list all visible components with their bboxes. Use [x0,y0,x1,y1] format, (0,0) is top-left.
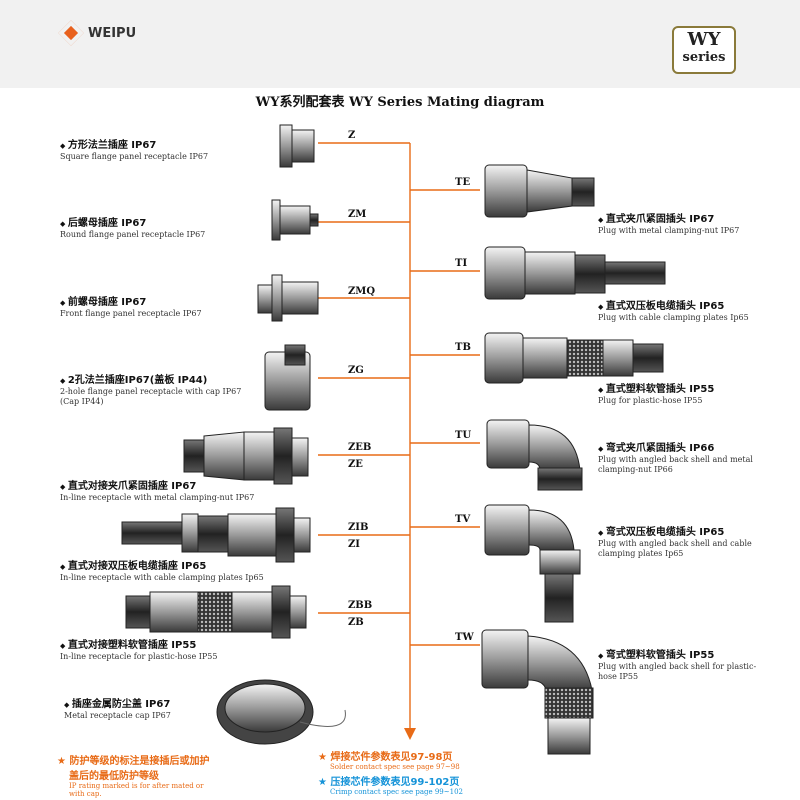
ip-rating-note: ★ 防护等级的标注是接插后或加护 盖后的最低防护等级 IP rating mar… [57,752,209,798]
angled-plug-clamping-nut-icon [486,419,583,491]
item-name-en: Plug with metal clamping-nut IP67 [598,226,740,235]
left-item-ze: 直式对接夹爪紧固插座 IP67 In-line receptacle with … [60,481,320,503]
square-flange-receptacle-icon [279,124,315,168]
right-item-ti: 直式双压板电缆插头 IP65 Plug with cable clamping … [598,301,798,323]
right-item-tu: 弯式夹爪紧固插头 IP66 Plug with angled back shel… [598,443,768,475]
item-name-zh: 直式双压板电缆插头 IP65 [598,301,798,313]
angled-plug-plastic-hose-icon [481,629,594,755]
item-name-en: In-line receptacle with cable clamping p… [60,573,264,582]
code-tw: TW [455,632,474,643]
code-zbb: ZBB [348,600,373,611]
angled-plug-cable-plates-icon [484,504,581,623]
item-name-zh: 弯式塑料软管插头 IP55 [598,650,768,662]
item-name-en: Plug with angled back shell for plastic-… [598,662,757,681]
solder-note-zh: 焊接芯件参数表见97-98页 [330,752,453,763]
code-te: TE [455,177,471,188]
two-hole-flange-receptacle-icon [264,344,311,411]
left-item-z: 方形法兰插座 IP67 Square flange panel receptac… [60,140,260,162]
item-name-en: Square flange panel receptacle IP67 [60,152,209,161]
star-icon: ★ [318,777,331,788]
brand-logo: WEIPU [58,20,137,46]
crimp-contact-note: ★ 压接芯件参数表见99-102页 Crimp contact spec see… [318,773,463,796]
item-name-zh: 直式对接夹爪紧固插座 IP67 [60,481,320,493]
header-band: WEIPU WY series [0,0,800,88]
item-name-zh: 插座金属防尘盖 IP67 [64,699,224,711]
code-zg: ZG [348,365,364,376]
item-name-zh: 直式对接塑料软管插座 IP55 [60,640,320,652]
code-z: Z [348,130,356,141]
logo-text: WEIPU [88,25,137,41]
item-name-zh: 弯式夹爪紧固插头 IP66 [598,443,768,455]
badge-series-code: WY [687,29,721,50]
right-item-tw: 弯式塑料软管插头 IP55 Plug with angled back shel… [598,650,768,682]
item-name-en: 2-hole flange panel receptacle with cap … [60,387,242,406]
right-item-tb: 直式塑料软管插头 IP55 Plug for plastic-hose IP55 [598,384,798,406]
item-name-en: Metal receptacle cap IP67 [64,711,171,720]
round-flange-receptacle-icon [271,199,319,241]
code-zmq: ZMQ [348,286,376,297]
item-name-zh: 2孔法兰插座IP67(盖板 IP44) [60,375,250,387]
front-flange-receptacle-icon [257,274,319,322]
item-name-en: Plug with cable clamping plates Ip65 [598,313,749,322]
series-badge: WY series [672,26,736,74]
solder-note-en: Solder contact spec see page 97~98 [330,763,460,771]
code-tv: TV [455,514,471,525]
badge-series-word: series [682,50,726,65]
note-line-en-1: IP rating marked is for after mated or [69,782,204,790]
item-name-en: In-line receptacle for plastic-hose IP55 [60,652,218,661]
code-zm: ZM [348,209,367,220]
crimp-note-zh: 压接芯件参数表见99-102页 [330,777,460,788]
item-name-en: Round flange panel receptacle IP67 [60,230,206,239]
note-line-zh-1: ★ 防护等级的标注是接插后或加护 [57,756,210,767]
item-name-zh: 方形法兰插座 IP67 [60,140,260,152]
star-icon: ★ [318,752,331,763]
inline-receptacle-plastic-hose-icon [125,585,307,639]
item-name-en: Front flange panel receptacle IP67 [60,309,202,318]
code-ti: TI [455,258,468,269]
left-item-zm: 后螺母插座 IP67 Round flange panel receptacle… [60,218,260,240]
crimp-note-en: Crimp contact spec see page 99~102 [330,788,463,796]
right-item-te: 直式夹爪紧固插头 IP67 Plug with metal clamping-n… [598,214,798,236]
code-tu: TU [455,430,472,441]
inline-receptacle-clamping-nut-icon [183,427,309,485]
item-name-zh: 前螺母插座 IP67 [60,297,260,309]
code-zib: ZIB [348,522,369,533]
item-name-en: Plug for plastic-hose IP55 [598,396,703,405]
item-name-zh: 直式夹爪紧固插头 IP67 [598,214,798,226]
item-name-en: In-line receptacle with metal clamping-n… [60,493,255,502]
left-item-zg: 2孔法兰插座IP67(盖板 IP44) 2-hole flange panel … [60,375,250,407]
left-item-zmq: 前螺母插座 IP67 Front flange panel receptacle… [60,297,260,319]
note-line-en-2: with cap. [69,790,102,798]
item-name-zh: 后螺母插座 IP67 [60,218,260,230]
right-item-tv: 弯式双压板电缆插头 IP65 Plug with angled back she… [598,527,768,559]
metal-dust-cap-icon [216,679,346,745]
code-zi: ZI [348,539,360,550]
plug-cable-plates-icon [484,246,666,300]
plug-clamping-nut-icon [484,164,595,218]
plug-plastic-hose-icon [484,332,664,384]
left-item-zb: 直式对接塑料软管插座 IP55 In-line receptacle for p… [60,640,320,662]
note-line-zh-2: 盖后的最低防护等级 [69,771,159,782]
star-icon: ★ [57,756,70,767]
item-name-zh: 直式对接双压板电缆插座 IP65 [60,561,330,573]
item-name-zh: 直式塑料软管插头 IP55 [598,384,798,396]
left-item-zi: 直式对接双压板电缆插座 IP65 In-line receptacle with… [60,561,330,583]
code-tb: TB [455,342,471,353]
inline-receptacle-cable-plates-icon [121,507,311,563]
item-name-en: Plug with angled back shell and metal cl… [598,455,753,474]
page-title: WY系列配套表 WY Series Mating diagram [255,95,545,110]
item-name-en: Plug with angled back shell and cable cl… [598,539,752,558]
code-zeb: ZEB [348,442,372,453]
item-name-zh: 弯式双压板电缆插头 IP65 [598,527,768,539]
left-item-cap: 插座金属防尘盖 IP67 Metal receptacle cap IP67 [64,699,224,721]
code-ze: ZE [348,459,363,470]
solder-contact-note: ★ 焊接芯件参数表见97-98页 Solder contact spec see… [318,748,460,771]
trunk-arrow-icon [404,728,416,740]
code-zb: ZB [348,617,364,628]
